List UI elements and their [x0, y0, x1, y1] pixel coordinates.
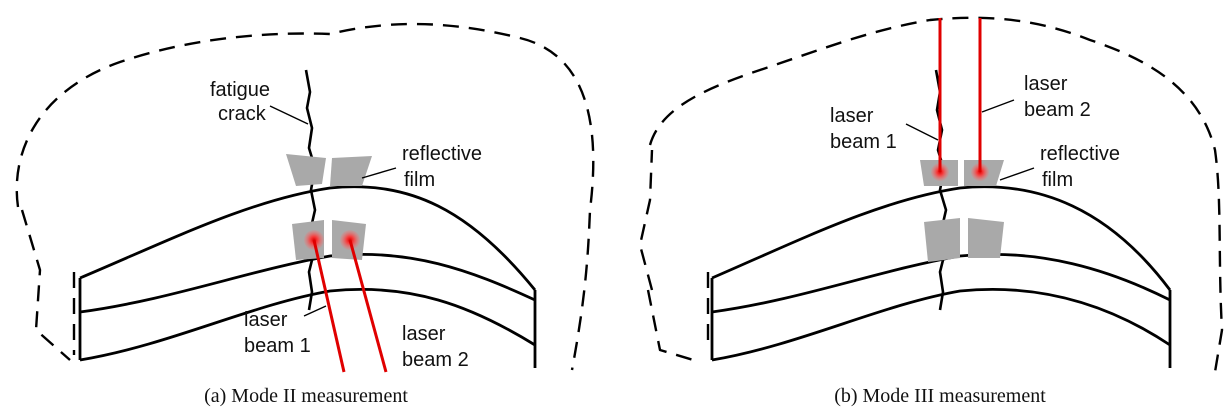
label-beam1-line1: laser — [244, 309, 288, 331]
label-crack-line2: crack — [218, 103, 267, 125]
specimen-inner-curve — [79, 252, 536, 314]
laser-beam-2 — [348, 239, 388, 373]
dashed-left-edge — [20, 209, 76, 361]
reflective-film-front-left-b — [924, 218, 960, 262]
label-crack-line1: fatigue — [210, 79, 270, 101]
leader-beam2-b — [981, 99, 1015, 113]
specimen-top-edge-b — [711, 185, 1172, 291]
label-beam2-line2-b: beam 2 — [1024, 99, 1091, 121]
leader-beam1-b — [905, 123, 939, 141]
dashed-cut-outline-b — [648, 16, 1224, 373]
reflective-film-front-right-b — [968, 218, 1004, 258]
label-film-line2-b: film — [1042, 169, 1073, 191]
label-beam1-line2-b: beam 1 — [830, 131, 897, 153]
fatigue-crack — [304, 69, 317, 311]
label-beam2-line1: laser — [402, 323, 446, 345]
label-beam2-line2: beam 2 — [402, 349, 469, 371]
specimen-bottom-edge — [79, 287, 536, 362]
dashed-cut-outline — [15, 22, 595, 371]
panel-b: laser beam 1 laser beam 2 reflective fil… — [638, 16, 1224, 407]
fatigue-crack-b — [934, 69, 948, 311]
caption-a: (a) Mode II measurement — [204, 385, 408, 407]
leader-film — [361, 167, 397, 179]
label-film-line2: film — [404, 169, 435, 191]
specimen-top-edge — [79, 185, 537, 291]
label-film-line1-b: reflective — [1040, 143, 1120, 165]
specimen-bottom-edge-b — [711, 287, 1171, 362]
laser-beam-1 — [312, 239, 346, 373]
label-beam2-line1-b: laser — [1024, 73, 1068, 95]
dashed-left-edge-b — [638, 149, 710, 364]
leader-crack — [269, 105, 309, 125]
reflective-film-top-left — [286, 154, 326, 186]
reflective-film-top-right — [330, 156, 372, 186]
panel-a: fatigue crack reflective film laser beam… — [15, 22, 595, 407]
caption-b: (b) Mode III measurement — [834, 385, 1046, 407]
label-beam1-line2: beam 1 — [244, 335, 311, 357]
label-beam1-line1-b: laser — [830, 105, 874, 127]
label-film-line1: reflective — [402, 143, 482, 165]
leader-beam1 — [303, 305, 327, 317]
leader-film-b — [999, 167, 1035, 181]
